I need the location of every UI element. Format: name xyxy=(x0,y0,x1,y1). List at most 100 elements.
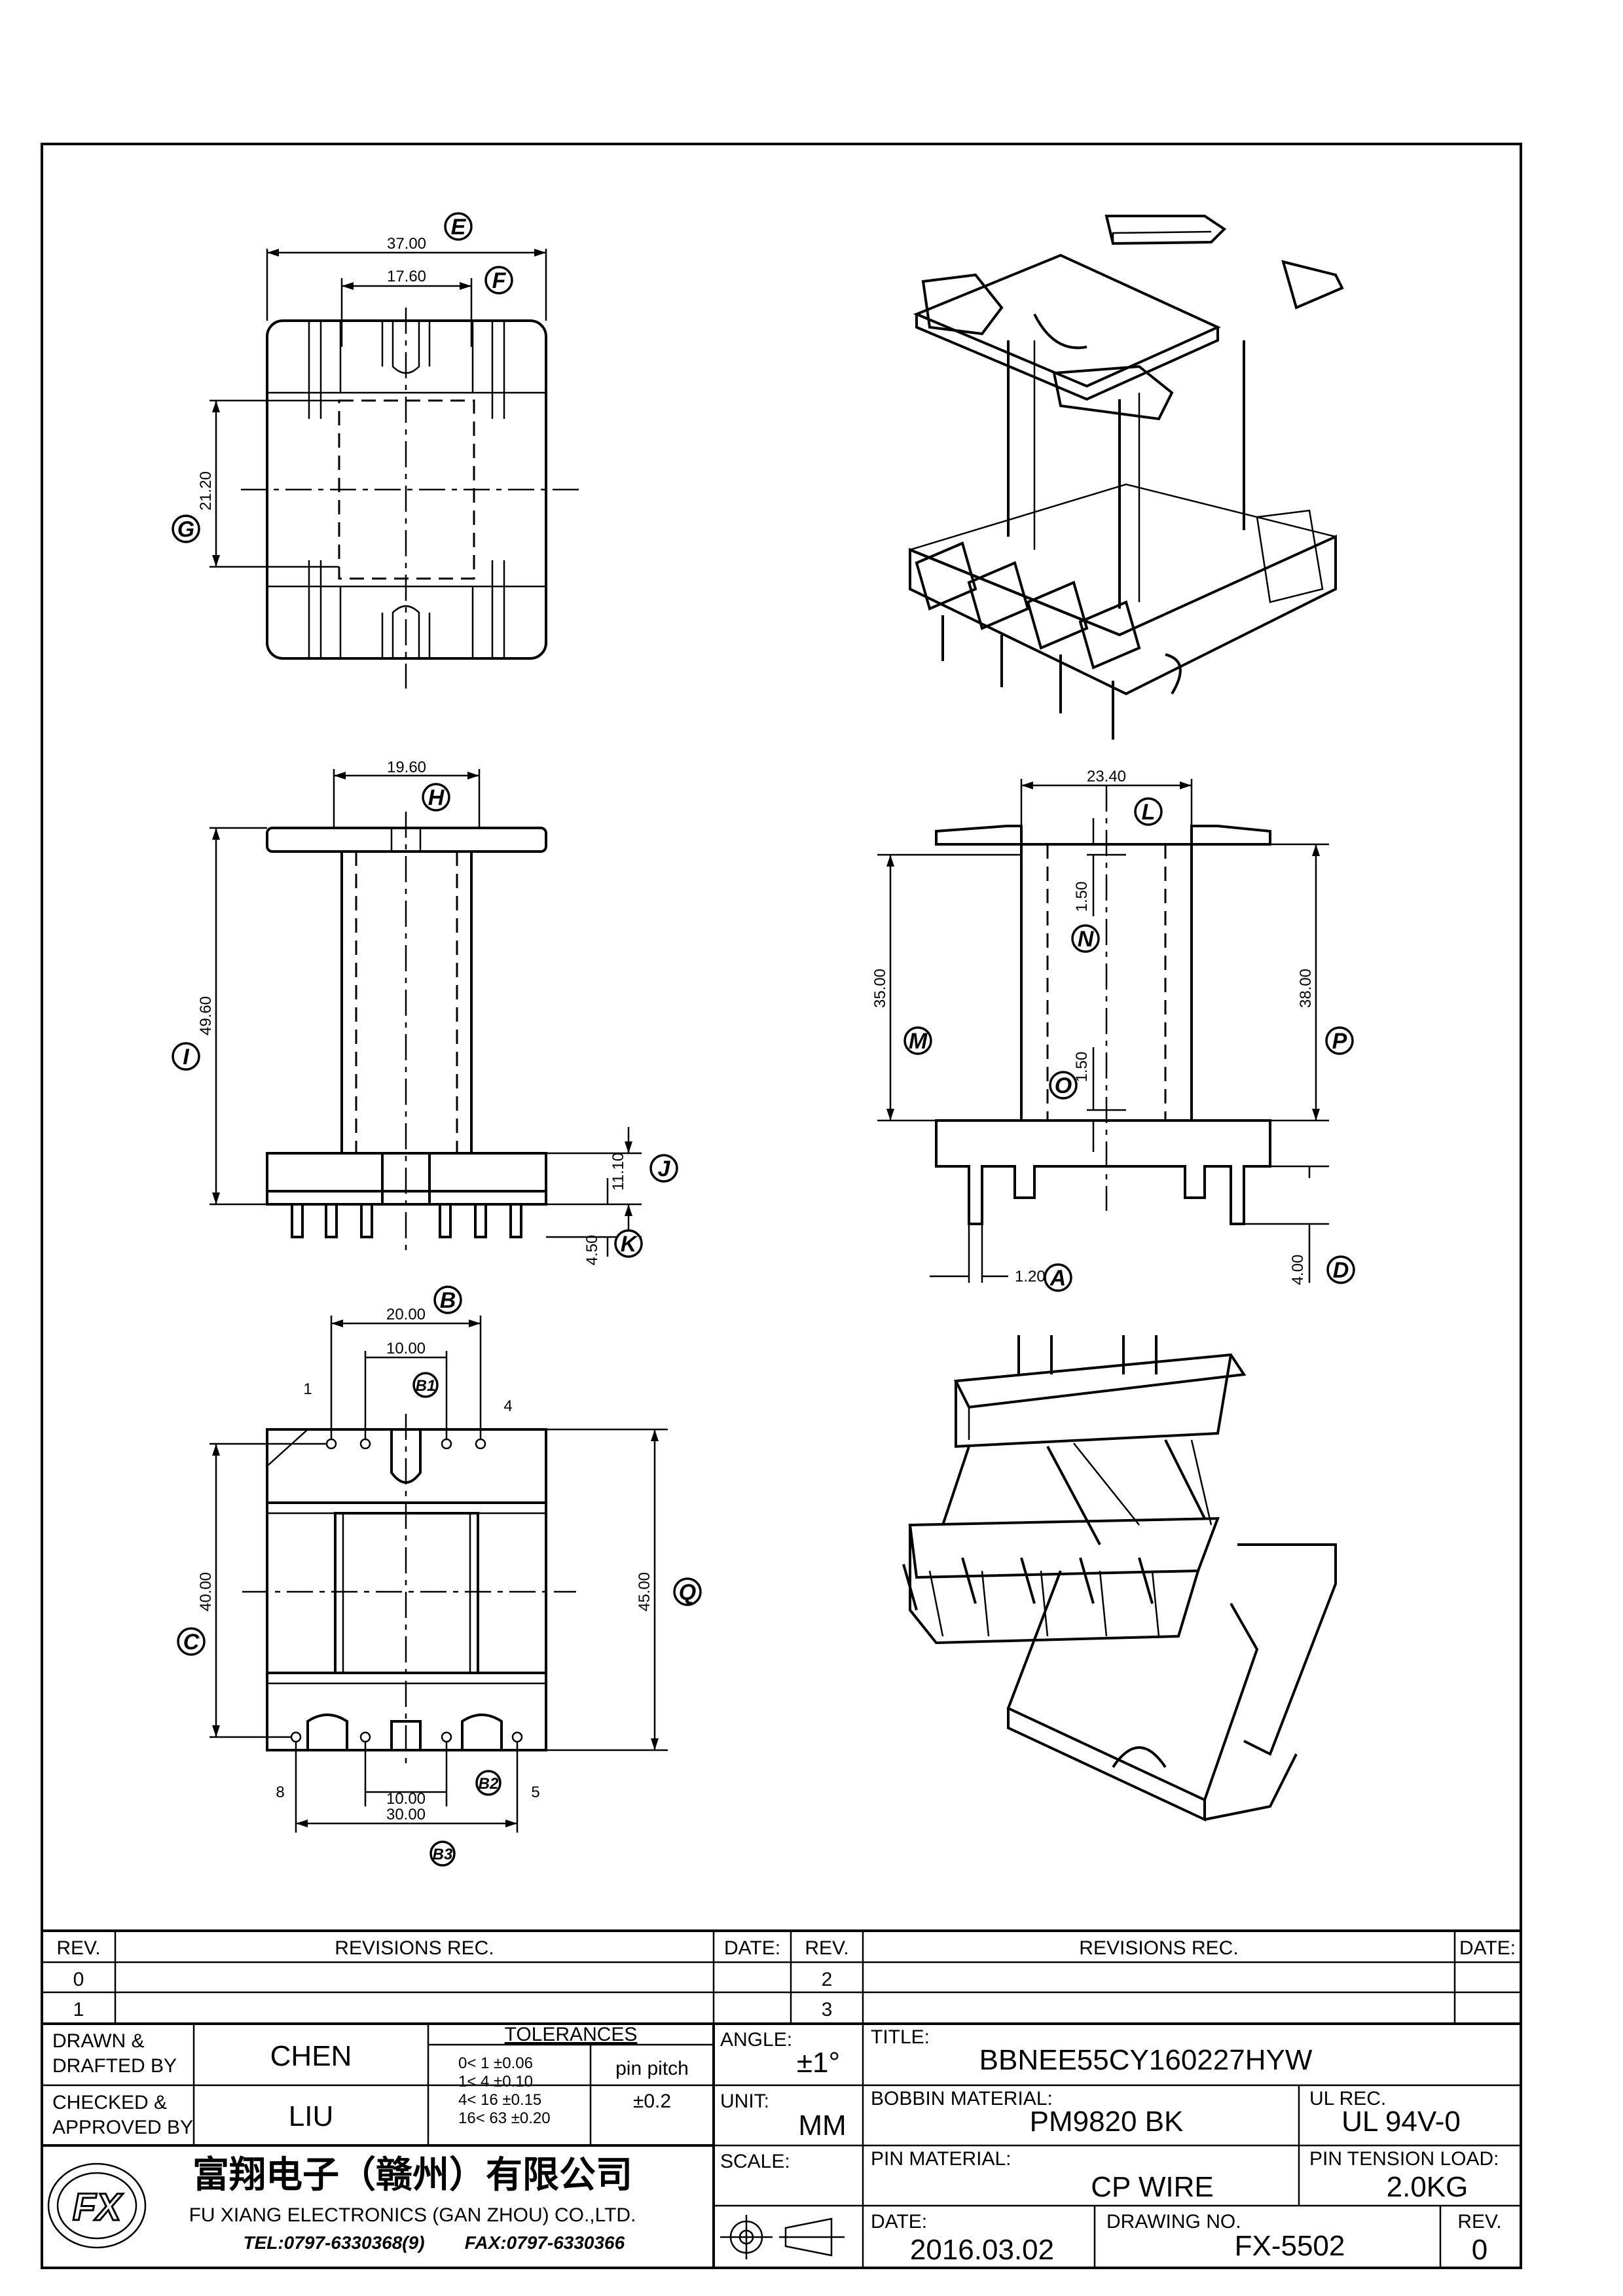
pin-1-label: 1 xyxy=(303,1380,312,1398)
dim-G-value: 21.20 xyxy=(197,471,215,511)
unit-label: UNIT: xyxy=(720,2090,769,2112)
label-A: A xyxy=(1049,1266,1067,1291)
label-I: I xyxy=(183,1045,190,1069)
dim-B3-value: 30.00 xyxy=(386,1806,426,1823)
side-view: 23.40 L 35.00 M 1.50 N 1.50 O 38.00 P xyxy=(871,768,1355,1292)
rec-header-right: REVISIONS REC. xyxy=(1079,1937,1238,1959)
drawing-no-value: FX-5502 xyxy=(1235,2230,1345,2262)
rec-header-left: REVISIONS REC. xyxy=(335,1937,494,1959)
front-view: 19.60 H 49.60 I 11.10 J 4.50 K xyxy=(172,759,678,1266)
bobbin-material-value: PM9820 BK xyxy=(1030,2106,1184,2138)
isometric-view-bottom xyxy=(902,1335,1337,1822)
isometric-view-top xyxy=(909,215,1344,740)
rev-value: 0 xyxy=(1472,2234,1487,2266)
approved-by-value: LIU xyxy=(289,2100,333,2132)
rev-row-0: 0 xyxy=(73,1969,84,1990)
drawn-label-2: DRAFTED BY xyxy=(52,2055,177,2077)
unit-value: MM xyxy=(798,2109,846,2142)
label-F: F xyxy=(492,268,507,293)
label-E: E xyxy=(451,215,467,240)
ul-rec-value: UL 94V-0 xyxy=(1341,2106,1461,2138)
dim-B-value: 20.00 xyxy=(386,1306,426,1323)
pin-tension-label: PIN TENSION LOAD: xyxy=(1309,2148,1499,2170)
label-N: N xyxy=(1078,927,1095,952)
dim-B1-value: 10.00 xyxy=(386,1340,426,1357)
label-H: H xyxy=(428,785,445,810)
tolerance-row-1: 0< 1 ±0.06 xyxy=(458,2054,533,2072)
date-label: DATE: xyxy=(871,2211,927,2233)
label-B2: B2 xyxy=(479,1775,499,1793)
title-block: DRAWN & DRAFTED BY CHEN CHECKED & APPROV… xyxy=(42,2024,1521,2268)
rev-header-left: REV. xyxy=(56,1937,100,1959)
dim-J-value: 11.10 xyxy=(610,1153,627,1191)
label-B3: B3 xyxy=(433,1846,453,1863)
label-L: L xyxy=(1142,800,1156,825)
dim-E-value: 37.00 xyxy=(387,235,426,253)
pin-material-label: PIN MATERIAL: xyxy=(871,2148,1011,2170)
dim-C-value: 40.00 xyxy=(197,1572,215,1611)
rev-row-1: 1 xyxy=(73,1999,84,2020)
company-name-en: FU XIANG ELECTRONICS (GAN ZHOU) CO.,LTD. xyxy=(189,2204,636,2226)
bobbin-material-label: BOBBIN MATERIAL: xyxy=(871,2088,1053,2109)
dim-B2-value: 10.00 xyxy=(386,1790,426,1808)
label-M: M xyxy=(909,1029,928,1054)
company-logo: FX xyxy=(47,2162,147,2249)
drawing-no-label: DRAWING NO. xyxy=(1106,2211,1241,2233)
label-B: B xyxy=(440,1288,456,1313)
date-header-left: DATE: xyxy=(724,1937,780,1959)
logo-text: FX xyxy=(73,2186,123,2229)
angle-label: ANGLE: xyxy=(720,2029,792,2051)
checked-label-2: APPROVED BY xyxy=(52,2117,193,2138)
top-view: 37.00 E 17.60 F 21.20 G xyxy=(172,212,583,689)
title-value: BBNEE55CY160227HYW xyxy=(979,2044,1313,2076)
label-O: O xyxy=(1055,1073,1072,1098)
pin-8-label: 8 xyxy=(276,1784,284,1801)
revision-table: REV. REVISIONS REC. DATE: REV. REVISIONS… xyxy=(42,1929,1521,2025)
rev-row-2: 2 xyxy=(822,1969,833,1990)
projection-symbol xyxy=(720,2215,845,2259)
pin-material-value: CP WIRE xyxy=(1091,2171,1213,2203)
pin-pitch-label: pin pitch xyxy=(615,2058,689,2079)
dim-A-value: 1.20 xyxy=(1015,1268,1046,1285)
label-Q: Q xyxy=(679,1580,696,1605)
pin-pitch-value: ±0.2 xyxy=(633,2090,671,2112)
dim-O-value: 1.50 xyxy=(1073,1052,1091,1083)
label-K: K xyxy=(621,1232,638,1257)
scale-label: SCALE: xyxy=(720,2151,790,2172)
pin-tension-value: 2.0KG xyxy=(1387,2171,1468,2203)
drawn-label-1: DRAWN & xyxy=(52,2030,145,2052)
company-fax: FAX:0797-6330366 xyxy=(465,2233,625,2253)
checked-label-1: CHECKED & xyxy=(52,2092,167,2113)
pin-4-label: 4 xyxy=(503,1397,512,1415)
dim-F-value: 17.60 xyxy=(387,268,426,285)
label-J: J xyxy=(658,1157,671,1181)
tolerance-row-3: 4< 16 ±0.15 xyxy=(458,2091,541,2109)
label-C: C xyxy=(183,1630,200,1655)
dim-K-value: 4.50 xyxy=(583,1235,601,1266)
dim-D-value: 4.00 xyxy=(1289,1255,1307,1285)
dim-L-value: 23.40 xyxy=(1087,768,1126,785)
dim-P-value: 38.00 xyxy=(1297,969,1315,1008)
label-G: G xyxy=(177,517,194,542)
tolerances-label: TOLERANCES xyxy=(505,2024,638,2045)
tolerance-row-2: 1< 4 ±0.10 xyxy=(458,2073,533,2090)
angle-value: ±1° xyxy=(797,2047,840,2079)
title-label: TITLE: xyxy=(871,2026,930,2048)
company-tel: TEL:0797-6330368(9) xyxy=(243,2233,424,2253)
company-name-cn: 富翔电子（赣州）有限公司 xyxy=(192,2154,632,2195)
date-value: 2016.03.02 xyxy=(910,2234,1054,2266)
ul-rec-label: UL REC. xyxy=(1309,2088,1386,2109)
sheet-border xyxy=(41,143,1522,2269)
rev-header-right: REV. xyxy=(805,1937,848,1959)
dim-Q-value: 45.00 xyxy=(636,1572,653,1611)
rev-row-3: 3 xyxy=(822,1999,833,2020)
rev-label: REV. xyxy=(1457,2211,1501,2233)
label-B1: B1 xyxy=(416,1377,436,1395)
dim-M-value: 35.00 xyxy=(871,969,889,1008)
dim-I-value: 49.60 xyxy=(197,996,215,1035)
date-header-right: DATE: xyxy=(1459,1937,1516,1959)
tolerance-row-4: 16< 63 ±0.20 xyxy=(458,2109,551,2127)
drawn-by-value: CHEN xyxy=(270,2040,352,2072)
pin-5-label: 5 xyxy=(531,1784,539,1801)
